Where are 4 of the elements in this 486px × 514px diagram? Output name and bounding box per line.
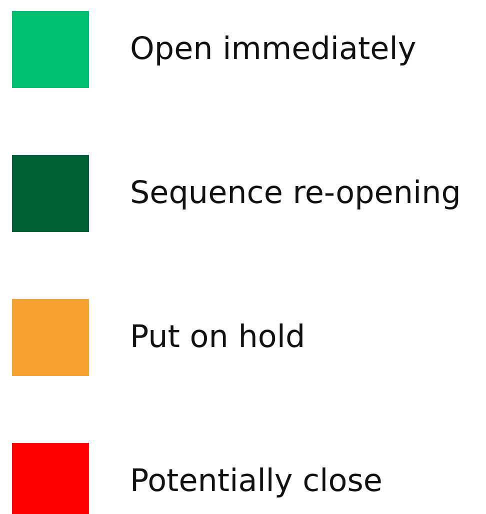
legend-label: Open immediately <box>130 30 416 69</box>
legend-label: Sequence re-opening <box>130 174 461 213</box>
legend-label: Potentially close <box>130 462 382 501</box>
legend-label: Put on hold <box>130 318 306 357</box>
